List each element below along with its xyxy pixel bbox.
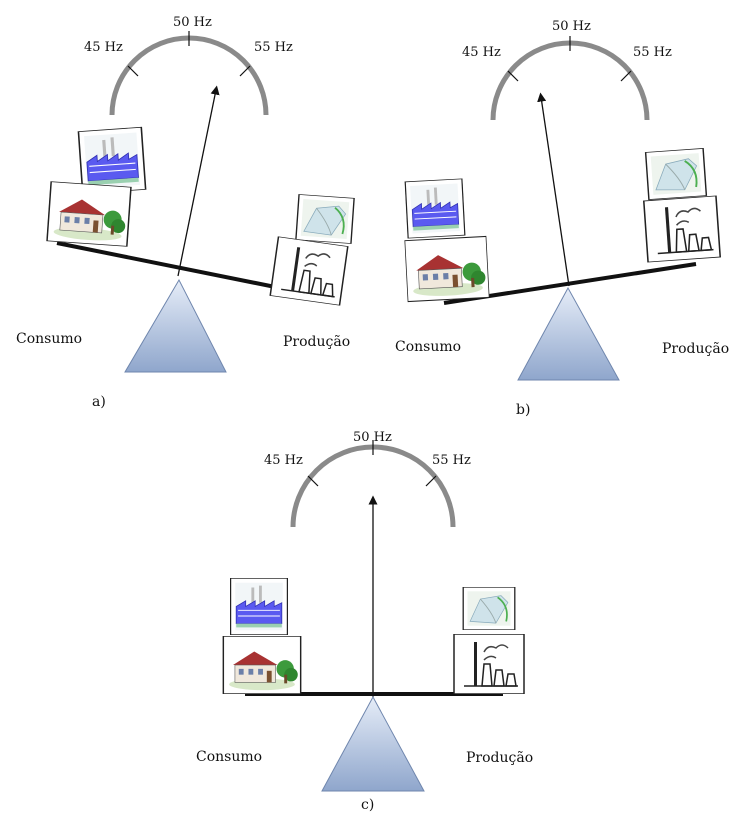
tick-45hz xyxy=(127,65,139,77)
tick-55hz xyxy=(425,475,437,487)
panel-a: 45 Hz 50 Hz 55 Hz Consumo Produção a) xyxy=(16,15,356,410)
frequency-pointer xyxy=(537,92,570,287)
consumption-label: Consumo xyxy=(196,749,262,765)
label-45hz: 45 Hz xyxy=(264,453,303,468)
frequency-arc xyxy=(109,35,269,116)
consumption-label: Consumo xyxy=(395,339,461,355)
wind-turbine-icon xyxy=(294,193,356,245)
power-plant-icon xyxy=(269,235,349,307)
power-plant-icon xyxy=(642,195,722,263)
label-45hz: 45 Hz xyxy=(462,45,501,60)
consumption-label: Consumo xyxy=(16,331,82,347)
tick-55hz xyxy=(239,65,251,77)
panel-label-a: a) xyxy=(92,394,106,410)
panel-b: 45 Hz 50 Hz 55 Hz Consumo Produção b) xyxy=(395,19,729,418)
factory-icon xyxy=(404,178,466,239)
panel-c: 45 Hz 50 Hz 55 Hz Consumo Produção c) xyxy=(196,430,533,813)
panel-label-c: c) xyxy=(361,797,374,813)
label-50hz: 50 Hz xyxy=(353,430,392,445)
fulcrum xyxy=(321,695,425,792)
production-label: Produção xyxy=(283,334,350,350)
tick-45hz xyxy=(507,70,519,82)
house-icon xyxy=(404,235,490,303)
house-icon xyxy=(46,181,132,247)
label-55hz: 55 Hz xyxy=(432,453,471,468)
production-label: Produção xyxy=(662,341,729,357)
label-50hz: 50 Hz xyxy=(173,15,212,30)
label-45hz: 45 Hz xyxy=(84,40,123,55)
label-55hz: 55 Hz xyxy=(633,45,672,60)
factory-icon xyxy=(230,578,288,635)
frequency-arc xyxy=(490,40,650,121)
label-50hz: 50 Hz xyxy=(552,19,591,34)
frequency-pointer xyxy=(177,85,220,277)
label-55hz: 55 Hz xyxy=(254,40,293,55)
power-plant-icon xyxy=(453,634,525,694)
tick-45hz xyxy=(307,475,319,487)
wind-turbine-icon xyxy=(644,147,708,201)
tick-55hz xyxy=(620,70,632,82)
fulcrum xyxy=(517,286,620,381)
fulcrum xyxy=(124,278,227,373)
house-icon xyxy=(222,636,302,694)
panel-label-b: b) xyxy=(516,402,530,418)
production-label: Produção xyxy=(466,750,533,766)
wind-turbine-icon xyxy=(462,587,516,630)
